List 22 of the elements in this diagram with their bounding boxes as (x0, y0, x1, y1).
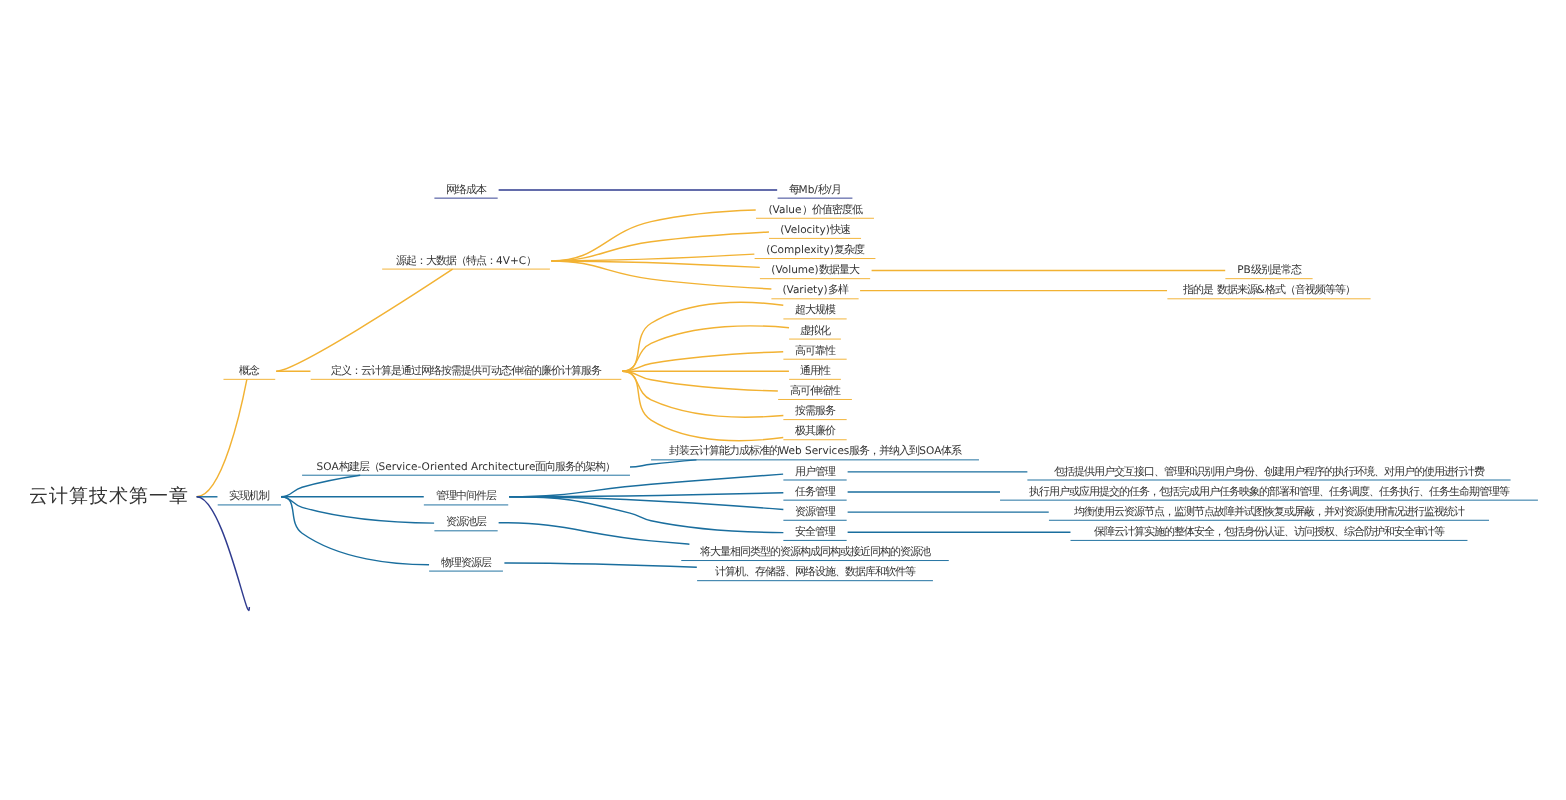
connector (846, 531, 1072, 533)
connector (497, 189, 778, 191)
connector (280, 474, 361, 498)
connector (846, 471, 1029, 473)
connector (508, 496, 785, 534)
node-text: 云计算技术第一章 (28, 485, 189, 508)
connector (629, 459, 698, 468)
connector (280, 496, 430, 566)
connector (870, 269, 1226, 272)
connector (621, 370, 790, 372)
connector (280, 496, 435, 524)
connector (621, 370, 784, 442)
connector (846, 511, 1050, 513)
connector (859, 289, 1168, 292)
connector (550, 260, 773, 290)
connector (275, 370, 312, 372)
connector (846, 491, 1001, 493)
connector (503, 562, 698, 568)
connector (280, 496, 425, 498)
connector (621, 325, 790, 372)
connector (497, 521, 691, 545)
connector (275, 268, 454, 372)
